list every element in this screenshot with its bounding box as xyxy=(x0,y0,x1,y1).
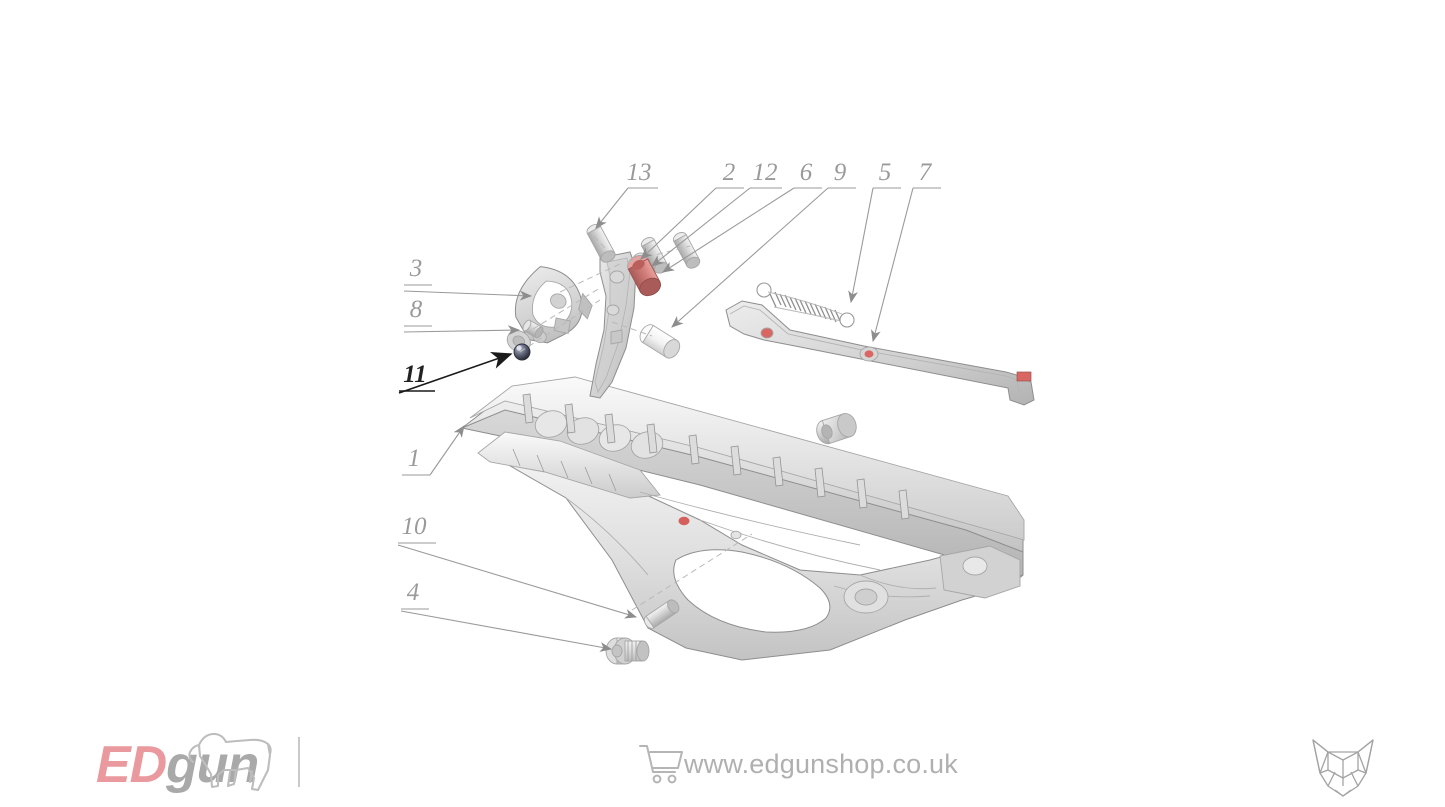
chassis-contours xyxy=(565,491,937,598)
ball-highlight xyxy=(516,345,522,351)
callout-6[interactable]: 6 xyxy=(662,159,822,273)
body-hole xyxy=(730,530,742,540)
callout-10[interactable]: 10 xyxy=(397,513,638,619)
lever-hole-rear xyxy=(864,350,874,358)
callout-9[interactable]: 9 xyxy=(671,159,856,328)
part-7-safety-lever xyxy=(725,300,1035,406)
shopping-cart-icon xyxy=(639,745,683,784)
chassis-ribs xyxy=(522,393,910,520)
logo-text-ed: ED xyxy=(96,736,167,794)
assembly-axis-grip xyxy=(631,533,753,611)
part-5-return-spring xyxy=(756,282,855,328)
callout-2-label: 2 xyxy=(723,159,736,186)
callout-3-label: 3 xyxy=(409,255,423,282)
callouts-layer: 13 2 12 6 9 5 xyxy=(397,159,941,652)
part-4-adjuster-screw xyxy=(605,637,650,665)
red-pin-hole xyxy=(678,516,690,526)
geometric-wolf-head-icon xyxy=(1312,739,1374,797)
callout-7-label: 7 xyxy=(919,159,933,186)
callout-10-label: 10 xyxy=(402,513,428,540)
pin-group xyxy=(513,223,701,665)
callout-11-label: 11 xyxy=(403,361,427,388)
callout-12-label: 12 xyxy=(753,159,778,186)
part-10-pivot-pin xyxy=(643,599,680,629)
accessory-rail xyxy=(477,431,661,499)
assembly-axes xyxy=(519,235,691,353)
callout-9-label: 9 xyxy=(834,159,847,186)
lever-hole-front xyxy=(760,327,774,339)
dog-silhouette-icon xyxy=(188,732,272,792)
callout-12[interactable]: 12 xyxy=(651,159,782,267)
callout-2[interactable]: 2 xyxy=(640,159,744,260)
rail-slots xyxy=(512,448,617,492)
part-6-short-pin xyxy=(672,232,701,269)
callout-13-label: 13 xyxy=(627,159,652,186)
footer: ED gun www.edgunshop.co.uk xyxy=(96,732,1374,797)
shop-url[interactable]: www.edgunshop.co.uk xyxy=(683,749,958,779)
callout-5-label: 5 xyxy=(879,159,892,186)
edgun-logo[interactable]: ED gun xyxy=(96,732,272,794)
callout-11[interactable]: 11 xyxy=(398,352,513,394)
callout-1[interactable]: 1 xyxy=(402,425,465,476)
callout-4-label: 4 xyxy=(407,579,420,606)
trigger-blade xyxy=(589,251,637,399)
trigger-guard-opening xyxy=(673,549,831,633)
callout-8-label: 8 xyxy=(410,296,423,323)
callout-13[interactable]: 13 xyxy=(595,159,658,229)
lever-tip-accent xyxy=(1016,371,1032,382)
callout-3[interactable]: 3 xyxy=(403,255,533,301)
rear-bore xyxy=(962,556,988,576)
callout-5[interactable]: 5 xyxy=(848,159,901,304)
part-9-roller-pin xyxy=(639,324,681,359)
part-11-ball-bearing xyxy=(513,343,531,361)
callout-4[interactable]: 4 xyxy=(400,579,613,652)
part-3-sear xyxy=(506,266,593,353)
callout-8[interactable]: 8 xyxy=(403,296,521,336)
callout-6-label: 6 xyxy=(800,159,813,186)
bushing-detail xyxy=(816,413,857,445)
sling-bore xyxy=(854,588,878,606)
callout-1-label: 1 xyxy=(408,445,421,472)
part-1-receiver-chassis xyxy=(460,376,1025,661)
callout-7[interactable]: 7 xyxy=(870,159,941,343)
red-bushing xyxy=(627,254,662,297)
